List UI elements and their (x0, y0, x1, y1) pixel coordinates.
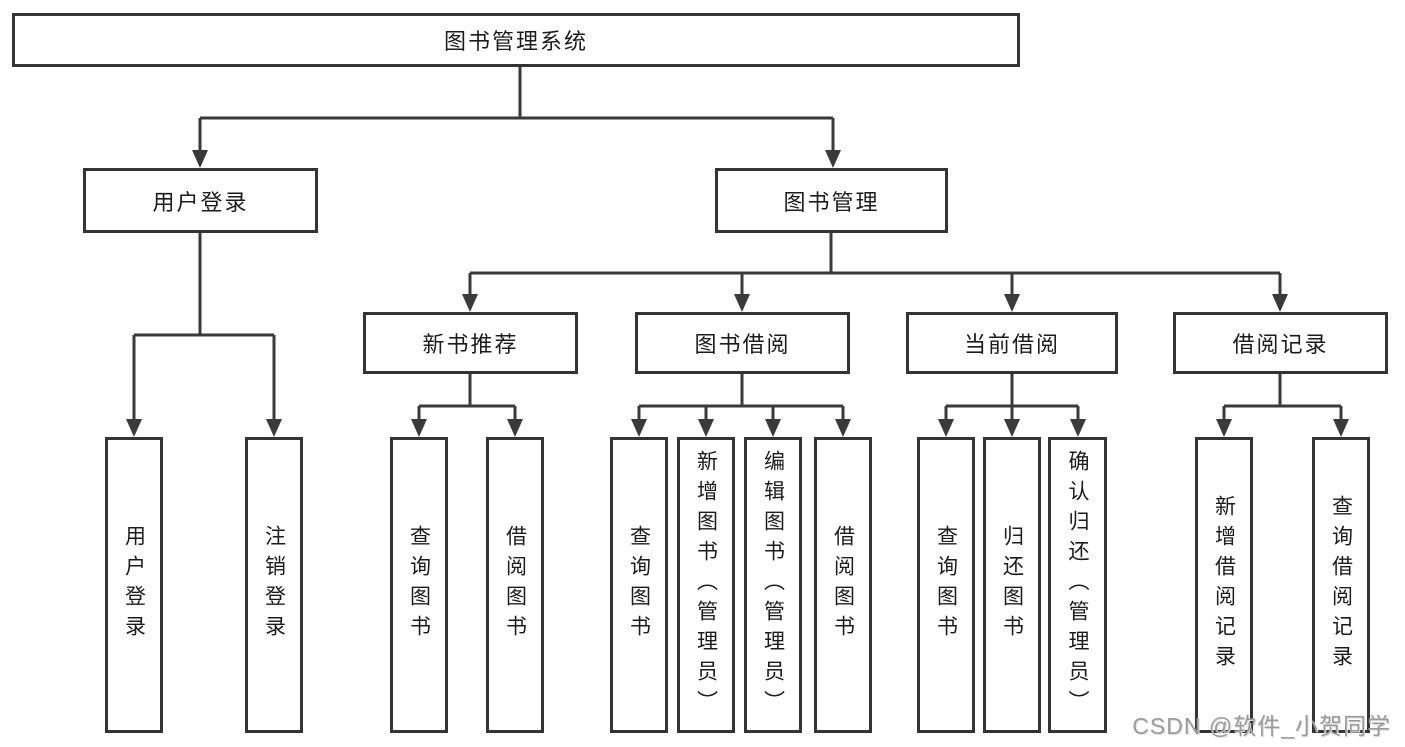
arrowhead (126, 419, 142, 437)
node-new-book-recommend: 新书推荐 (363, 312, 578, 374)
node-book-management: 图书管理 (715, 168, 948, 233)
leaf-query-borrow-record: 查询借阅记录 (1312, 437, 1370, 733)
arrowhead (631, 419, 647, 437)
node-label: 借阅记录 (1232, 332, 1329, 357)
node-current-borrowing: 当前借阅 (906, 312, 1118, 374)
leaf-return-books: 归还图书 (983, 437, 1041, 733)
node-label: 借阅图书 (503, 525, 527, 645)
arrowhead (734, 294, 750, 312)
arrowhead (938, 419, 954, 437)
node-library-system: 图书管理系统 (12, 13, 1020, 67)
node-label: 新增借阅记录 (1212, 495, 1236, 675)
node-label: 注销登录 (262, 525, 286, 645)
arrowhead (765, 419, 781, 437)
node-label: 图书管理 (783, 189, 880, 215)
leaf-query-books-current: 查询图书 (917, 437, 975, 733)
node-label: 图书管理系统 (443, 29, 588, 54)
node-label: 确认归还（管理员） (1066, 450, 1089, 720)
connector-root-to-level2 (198, 67, 835, 151)
node-label: 用户登录 (122, 525, 146, 645)
arrowhead (1070, 419, 1086, 437)
node-label: 查询图书 (627, 525, 651, 645)
arrowhead (1004, 294, 1020, 312)
connector-newbook-to-leaves (417, 374, 517, 420)
node-label: 借阅图书 (831, 525, 855, 645)
arrowhead (266, 419, 282, 437)
node-label: 编辑图书（管理员） (761, 450, 785, 720)
connector-borrowrecord-to-leaves (1222, 374, 1343, 420)
leaf-add-borrow-record: 新增借阅记录 (1195, 437, 1253, 733)
leaf-add-books-admin: 新增图书（管理员） (677, 437, 735, 733)
arrowhead (1333, 419, 1349, 437)
leaf-logout: 注销登录 (245, 437, 303, 733)
leaf-borrow-books-recommend: 借阅图书 (486, 437, 544, 733)
arrowhead (1216, 419, 1232, 437)
connector-bookmgmt-to-level3 (468, 233, 1282, 295)
node-label: 用户登录 (152, 189, 249, 215)
leaf-query-books-borrowing: 查询图书 (610, 437, 668, 733)
arrowhead (411, 419, 427, 437)
node-label: 查询借阅记录 (1329, 495, 1353, 675)
arrowhead (698, 419, 714, 437)
leaf-query-books-recommend: 查询图书 (390, 437, 448, 733)
node-book-borrowing: 图书借阅 (635, 312, 850, 374)
arrowhead (1004, 419, 1020, 437)
connector-userlogin-to-leaves (132, 233, 276, 420)
node-label: 查询图书 (407, 525, 431, 645)
node-label: 新增图书（管理员） (694, 450, 718, 720)
node-label: 图书借阅 (694, 332, 791, 357)
connector-bookborrow-to-leaves (637, 374, 845, 420)
leaf-edit-books-admin: 编辑图书（管理员） (744, 437, 802, 733)
arrowhead (192, 150, 208, 168)
leaf-user-login: 用户登录 (105, 437, 163, 733)
connector-currentborrow-to-leaves (944, 374, 1080, 420)
node-borrowing-records: 借阅记录 (1173, 312, 1388, 374)
arrowhead (1272, 294, 1288, 312)
arrowhead (462, 294, 478, 312)
arrowhead (507, 419, 523, 437)
node-label: 当前借阅 (963, 332, 1060, 357)
node-label: 归还图书 (1000, 525, 1024, 645)
node-label: 查询图书 (934, 525, 958, 645)
leaf-borrow-books: 借阅图书 (814, 437, 872, 733)
csdn-watermark: CSDN @软件_小贺同学 (1132, 713, 1391, 739)
node-label: 新书推荐 (422, 332, 519, 357)
arrowhead (835, 419, 851, 437)
node-user-login: 用户登录 (83, 168, 318, 233)
arrowhead (825, 150, 841, 168)
leaf-confirm-return-admin: 确认归还（管理员） (1048, 437, 1107, 733)
